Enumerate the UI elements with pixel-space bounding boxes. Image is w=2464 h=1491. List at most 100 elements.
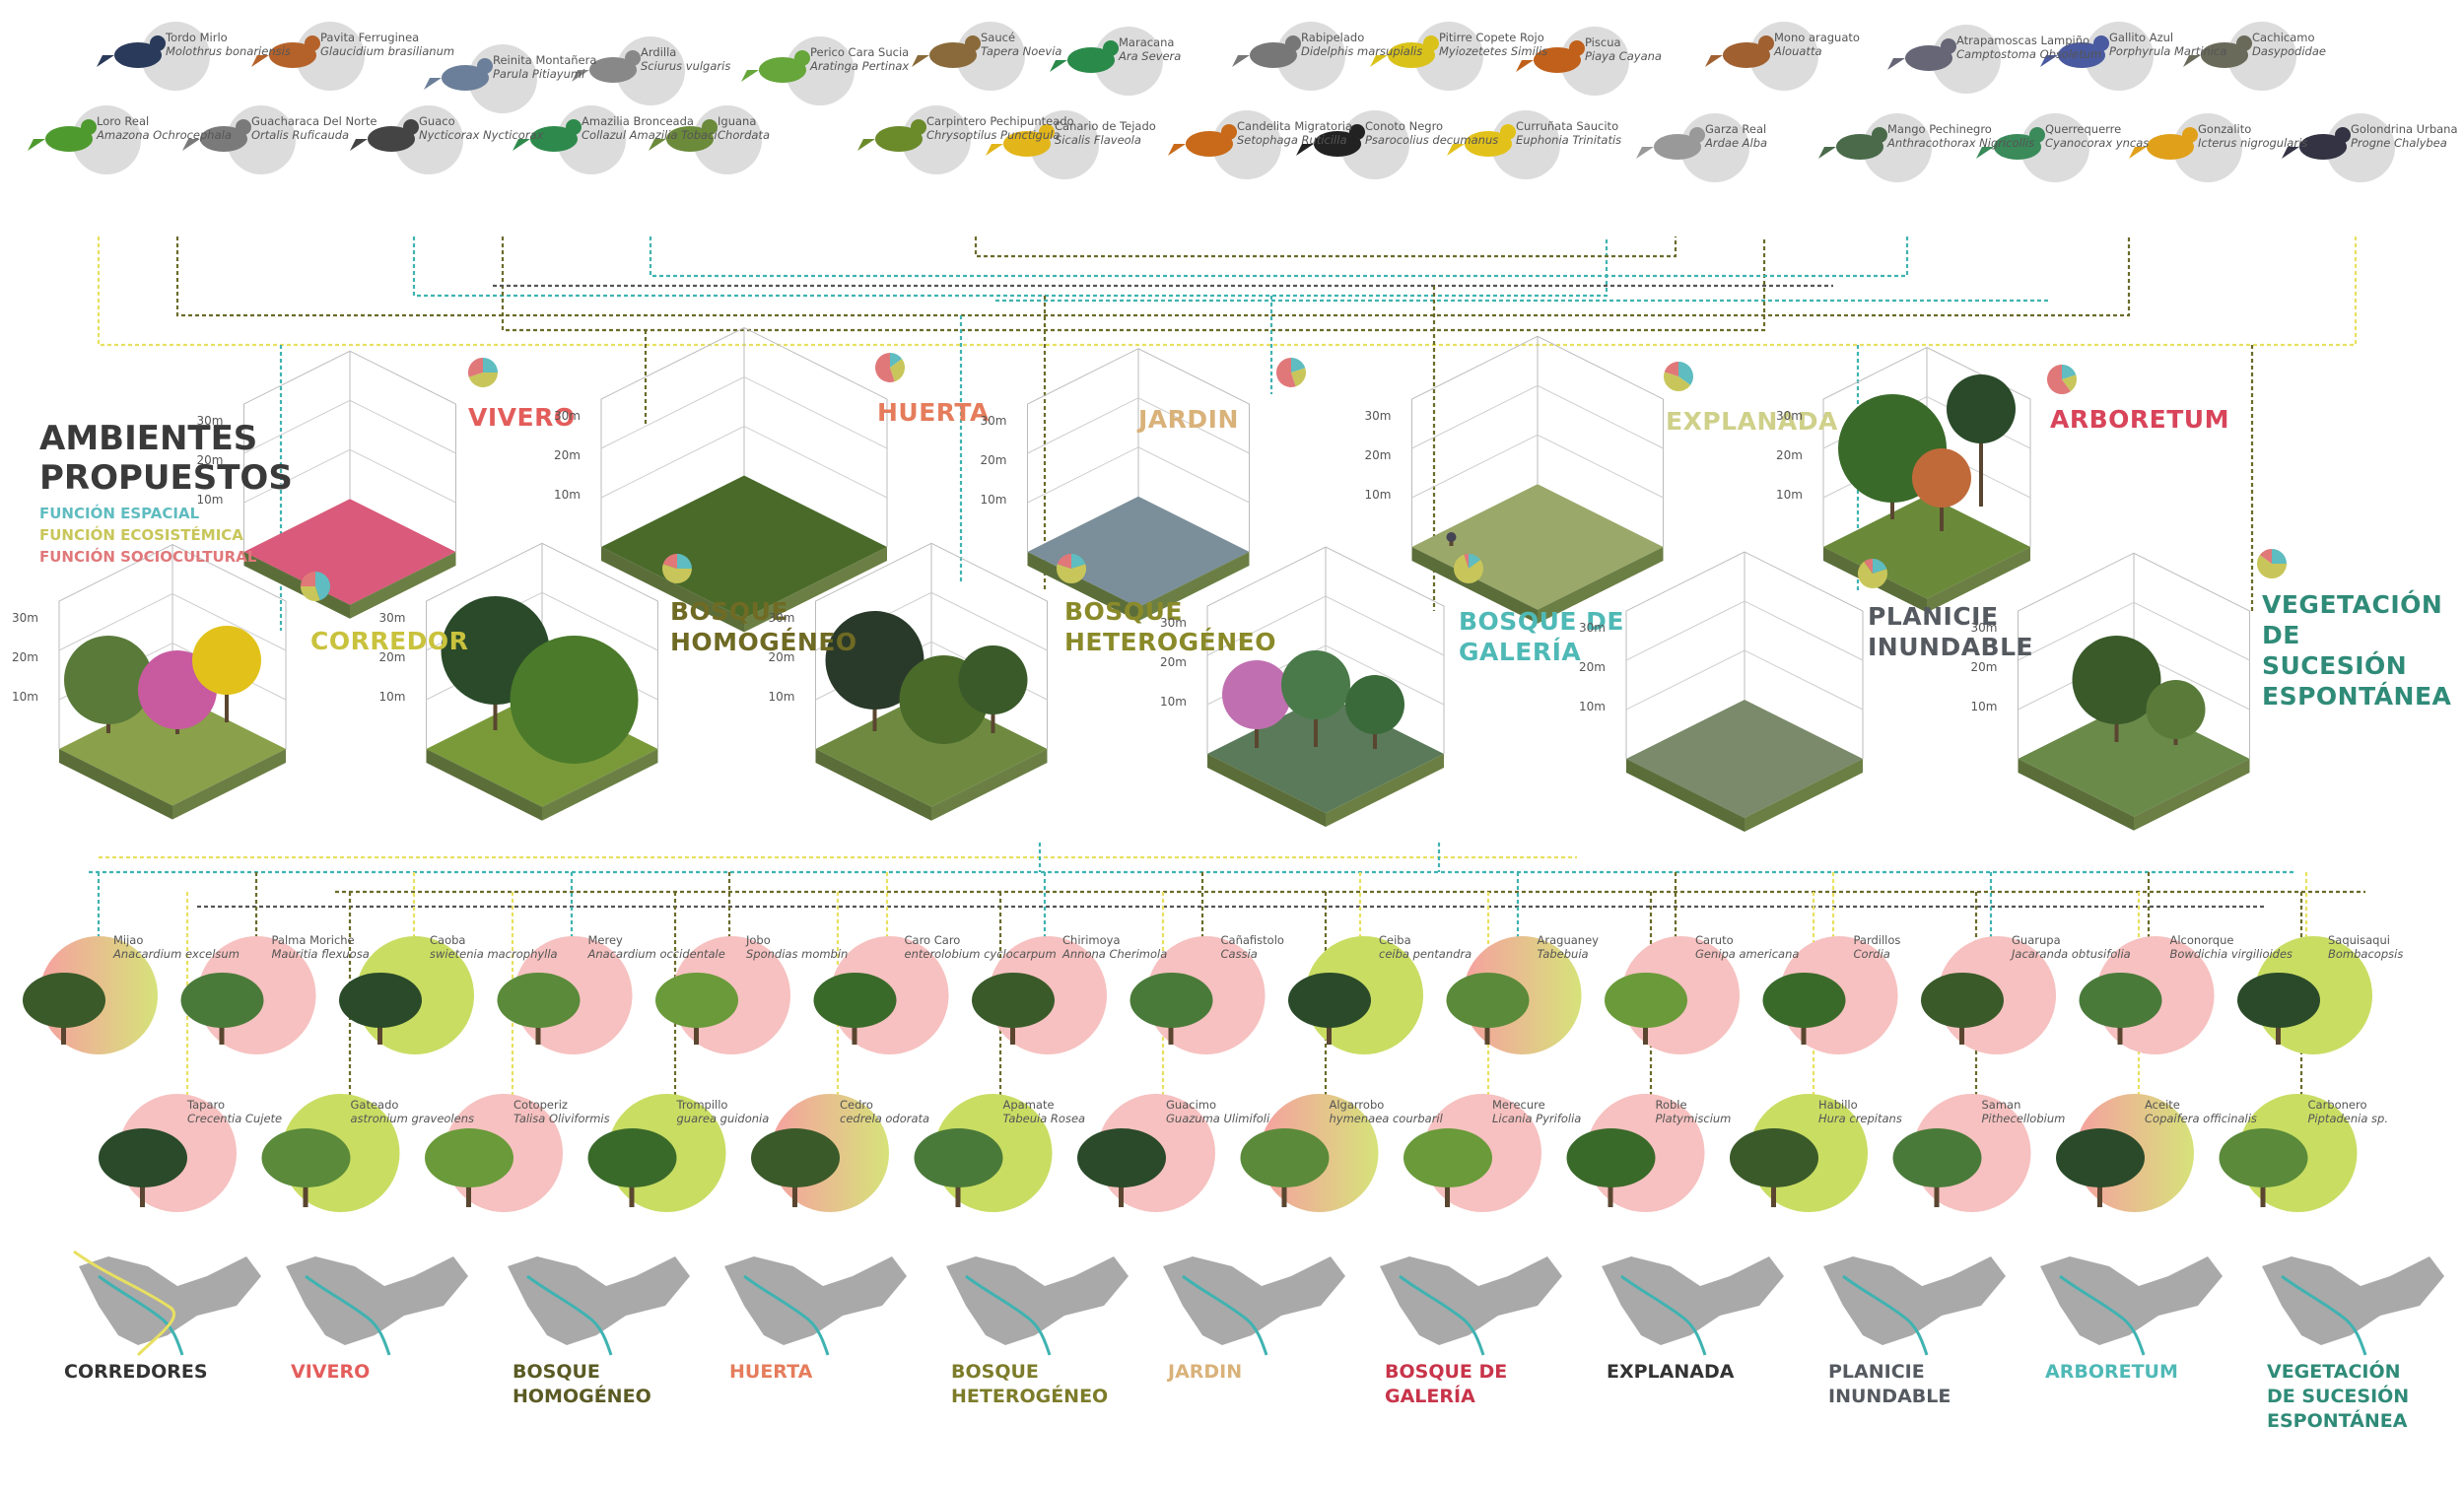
flora-label-common: Guarupa bbox=[2012, 933, 2061, 947]
fauna-label-scientific: Camptostoma Obsoletum bbox=[1956, 46, 2102, 61]
fauna-connector-1 bbox=[175, 237, 2131, 317]
fauna-connector-2 bbox=[412, 237, 1608, 298]
map-label: HUERTA bbox=[729, 1361, 813, 1383]
map-label: EXPLANADA bbox=[1607, 1361, 1735, 1383]
page-title-line-2: PROPUESTOS bbox=[39, 458, 293, 498]
fauna-label-common: Mono araguato bbox=[1774, 31, 1860, 44]
fauna-label-common: Conoto Negro bbox=[1365, 119, 1444, 133]
env-pie-slice bbox=[1858, 561, 1887, 588]
flora-label-scientific: Crecentia Cujete bbox=[187, 1111, 283, 1125]
environment-block bbox=[58, 543, 287, 820]
env-pie-slice bbox=[1057, 564, 1086, 583]
blackbird-icon bbox=[97, 35, 166, 68]
env-pie-slice bbox=[1664, 362, 1678, 376]
map-label: ARBORETUM bbox=[2045, 1361, 2178, 1383]
environment-title: VEGETACIÓN DE SUCESIÓN ESPONTÁNEA bbox=[2262, 590, 2452, 711]
fauna-label-common: Saucé bbox=[981, 31, 1016, 44]
tree-icon bbox=[1762, 973, 1846, 1045]
env-pie-slice bbox=[677, 554, 692, 569]
fauna-label-scientific: Psarocolius decumanus bbox=[1365, 132, 1499, 147]
fauna-label-common: Pitirre Copete Rojo bbox=[1439, 31, 1544, 44]
tree-icon bbox=[1077, 1128, 1166, 1207]
environment-block bbox=[1625, 551, 1864, 832]
tree-icon bbox=[1129, 973, 1213, 1045]
flora-label-scientific: Guazuma Ulimifoli bbox=[1166, 1111, 1270, 1125]
env-pie-slice bbox=[2257, 555, 2287, 578]
fauna-label-common: Gallito Azul bbox=[2109, 31, 2174, 44]
gallinule-icon bbox=[2040, 35, 2109, 68]
env-pie-slice bbox=[662, 554, 677, 569]
tree-icon bbox=[813, 973, 897, 1045]
height-tick: 10m bbox=[1160, 695, 1187, 709]
fauna-label-scientific: Molothrus bonariensis bbox=[166, 43, 291, 58]
env-pie-slice bbox=[2272, 549, 2287, 564]
fauna-label-common: Carpintero Pechipunteado bbox=[926, 114, 1074, 128]
environment-title: EXPLANADA bbox=[1666, 407, 1838, 436]
fauna-label-common: Curruñata Saucito bbox=[1516, 119, 1619, 133]
tree-icon bbox=[655, 973, 738, 1045]
fauna-label-scientific: Ara Severa bbox=[1119, 48, 1182, 63]
flora-label-scientific: Annona Cherimola bbox=[1062, 946, 1168, 961]
env-pie-slice bbox=[301, 586, 320, 601]
environment-title: VIVERO bbox=[468, 403, 576, 432]
environment-block bbox=[1206, 546, 1445, 827]
height-tick: 20m bbox=[1364, 448, 1392, 462]
environment-block bbox=[426, 542, 658, 821]
env-pie-slice bbox=[1873, 559, 1887, 574]
woodpecker-icon bbox=[857, 119, 926, 152]
height-tick: 20m bbox=[1579, 660, 1606, 674]
site-map bbox=[286, 1256, 468, 1356]
height-tick: 20m bbox=[554, 448, 581, 462]
fauna-label-common: Mango Pechinegro bbox=[1887, 122, 1992, 136]
tyrannulet-icon bbox=[1887, 38, 1956, 71]
legend-spatial-function: FUNCIÓN ESPACIAL bbox=[39, 505, 200, 522]
euphonia-icon bbox=[1447, 124, 1516, 157]
height-tick: 10m bbox=[378, 690, 406, 704]
oropendola-icon bbox=[1296, 124, 1365, 157]
warbler-icon bbox=[424, 58, 493, 91]
environment-title: PLANICIE INUNDABLE bbox=[1868, 602, 2034, 661]
legend-ecosystem-function: FUNCIÓN ECOSISTÉMICA bbox=[39, 526, 243, 544]
map-label: JARDIN bbox=[1168, 1361, 1243, 1383]
hummingbird-icon bbox=[513, 119, 582, 152]
tree-icon bbox=[1605, 973, 1687, 1045]
environment-title: HUERTA bbox=[877, 398, 990, 427]
fauna-label-scientific: Glaucidium brasilianum bbox=[320, 43, 455, 58]
site-map bbox=[2262, 1256, 2444, 1356]
flora-label-scientific: enterolobium cyclocarpum bbox=[904, 946, 1057, 961]
fauna-label-common: Candelita Migratoria bbox=[1237, 119, 1353, 133]
flora-label-common: Ceiba bbox=[1379, 933, 1411, 947]
flora-label-scientific: Platymiscium bbox=[1655, 1111, 1732, 1125]
height-tick: 10m bbox=[1776, 488, 1803, 502]
squirrel-cuckoo-icon bbox=[1516, 40, 1585, 73]
flora-label-common: Apamate bbox=[1002, 1098, 1055, 1112]
env-pie-slice bbox=[1071, 553, 1086, 569]
fauna-label-scientific: Piaya Cayana bbox=[1585, 48, 1662, 63]
height-tick: 20m bbox=[768, 650, 795, 664]
height-tick: 10m bbox=[12, 690, 38, 704]
fauna-label-common: Querrequerre bbox=[2045, 122, 2122, 136]
env-pie-slice bbox=[1454, 554, 1484, 583]
environment-title: BOSQUE HETEROGÉNEO bbox=[1064, 597, 1276, 656]
env-pie-slice bbox=[1057, 554, 1071, 569]
site-map bbox=[724, 1256, 907, 1356]
env-pie-slice bbox=[890, 353, 903, 368]
environment-block bbox=[243, 350, 456, 619]
height-tick: 30m bbox=[1970, 621, 1998, 635]
